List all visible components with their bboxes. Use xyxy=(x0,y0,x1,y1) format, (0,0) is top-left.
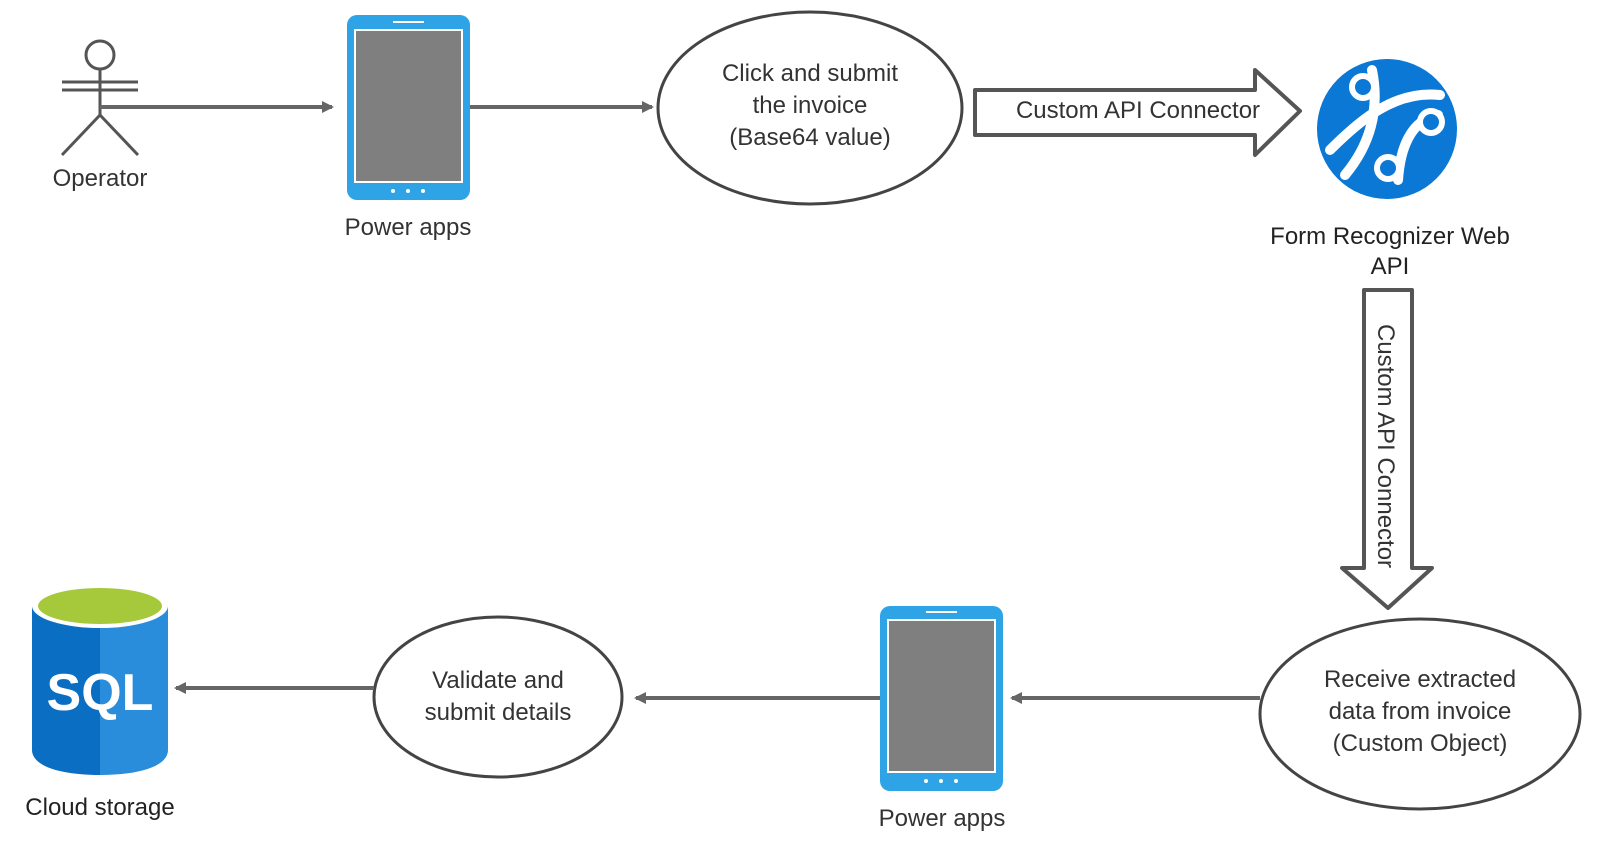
cloud-storage-label: Cloud storage xyxy=(25,794,175,821)
tablet-icon xyxy=(880,606,1003,791)
submit-invoice-line-3: (Base64 value) xyxy=(729,124,891,151)
custom-api-connector-down-arrow xyxy=(1340,288,1434,610)
custom-api-connector-right-arrow xyxy=(973,68,1302,157)
validate-submit-ellipse xyxy=(372,615,624,779)
form-recognizer-label: Form Recognizer Web API xyxy=(1225,222,1555,282)
receive-data-line-3: (Custom Object) xyxy=(1332,730,1508,757)
tablet-icon xyxy=(347,15,470,200)
receive-data-line-2: data from invoice xyxy=(1328,698,1512,725)
submit-invoice-line-1: Click and submit xyxy=(721,60,899,87)
sql-database-icon: SQL xyxy=(32,584,168,775)
receive-data-ellipse xyxy=(1258,617,1582,811)
validate-submit-line-2: submit details xyxy=(424,699,572,726)
web-api-globe-icon xyxy=(1317,59,1457,199)
operator-label: Operator xyxy=(52,165,148,192)
validate-submit-text: Validate and submit details xyxy=(388,665,608,729)
form-recognizer-line-1: Form Recognizer Web xyxy=(1270,223,1510,250)
power-apps-bottom-label: Power apps xyxy=(878,805,1006,832)
top-connector-label: Custom API Connector xyxy=(1015,97,1261,124)
receive-data-line-1: Receive extracted xyxy=(1323,666,1517,693)
submit-invoice-line-2: the invoice xyxy=(752,92,868,119)
submit-invoice-text: Click and submit the invoice (Base64 val… xyxy=(690,58,930,154)
down-connector-label: Custom API Connector xyxy=(1372,324,1399,568)
power-apps-top-label: Power apps xyxy=(344,214,472,241)
form-recognizer-line-2: API xyxy=(1370,253,1410,280)
submit-invoice-ellipse xyxy=(656,10,964,206)
validate-submit-line-1: Validate and xyxy=(432,667,564,694)
operator-icon xyxy=(60,39,140,157)
receive-data-text: Receive extracted data from invoice (Cus… xyxy=(1300,664,1540,760)
sql-badge-text: SQL xyxy=(47,664,154,722)
